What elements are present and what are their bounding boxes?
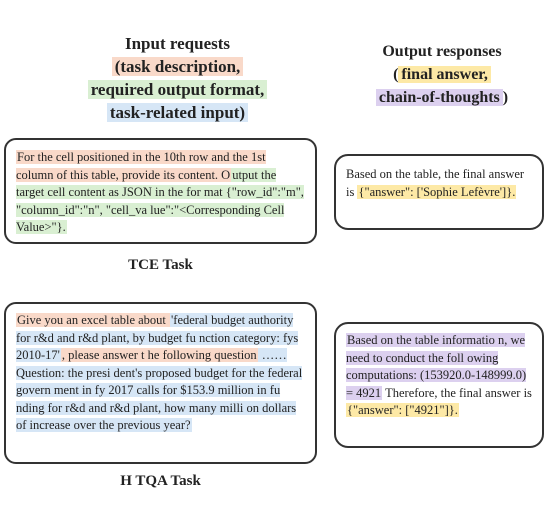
output-header-open: ( [393, 66, 399, 83]
tce-output-text: Based on the table, the final answer is [346, 167, 525, 199]
input-requests-header: Input requests (task description, requir… [60, 32, 295, 124]
tce-task-label: TCE Task [128, 257, 193, 273]
output-header-chain-of-thoughts: chain-of-thoughts [375, 89, 503, 106]
htqa-input-box: Give you an excel table about 'federal b… [4, 302, 317, 464]
input-header-task-description: (task description, [111, 57, 244, 76]
htqa-output-box: Based on the table informatio n, we need… [334, 322, 544, 448]
output-header-final-answer: final answer, [398, 66, 491, 83]
htqa-output-text: Therefore, the final answer is [385, 385, 532, 400]
input-header-title: Input requests [124, 34, 231, 53]
output-header-title: Output responses [382, 43, 502, 60]
htqa-input-task-description-b: , please answer t he following question [60, 348, 258, 362]
htqa-output-final-answer: {"answer": ["4921"]}. [346, 403, 459, 417]
htqa-task-label: H TQA Task [120, 473, 201, 489]
htqa-input-task-description-a: Give you an excel table about [16, 313, 171, 327]
input-header-task-input: task-related input) [106, 103, 249, 122]
tce-input-task-description: For the cell positioned in the 10th row … [16, 150, 266, 182]
output-responses-header: Output responses (final answer, chain-of… [343, 40, 541, 109]
output-header-close: ) [502, 89, 509, 106]
tce-input-box: For the cell positioned in the 10th row … [4, 138, 317, 244]
tce-output-final-answer: {"answer": ['Sophie Lefèvre']}. [357, 184, 517, 199]
input-header-output-format: required output format, [87, 80, 268, 99]
tce-output-box: Based on the table, the final answer is … [334, 154, 544, 230]
